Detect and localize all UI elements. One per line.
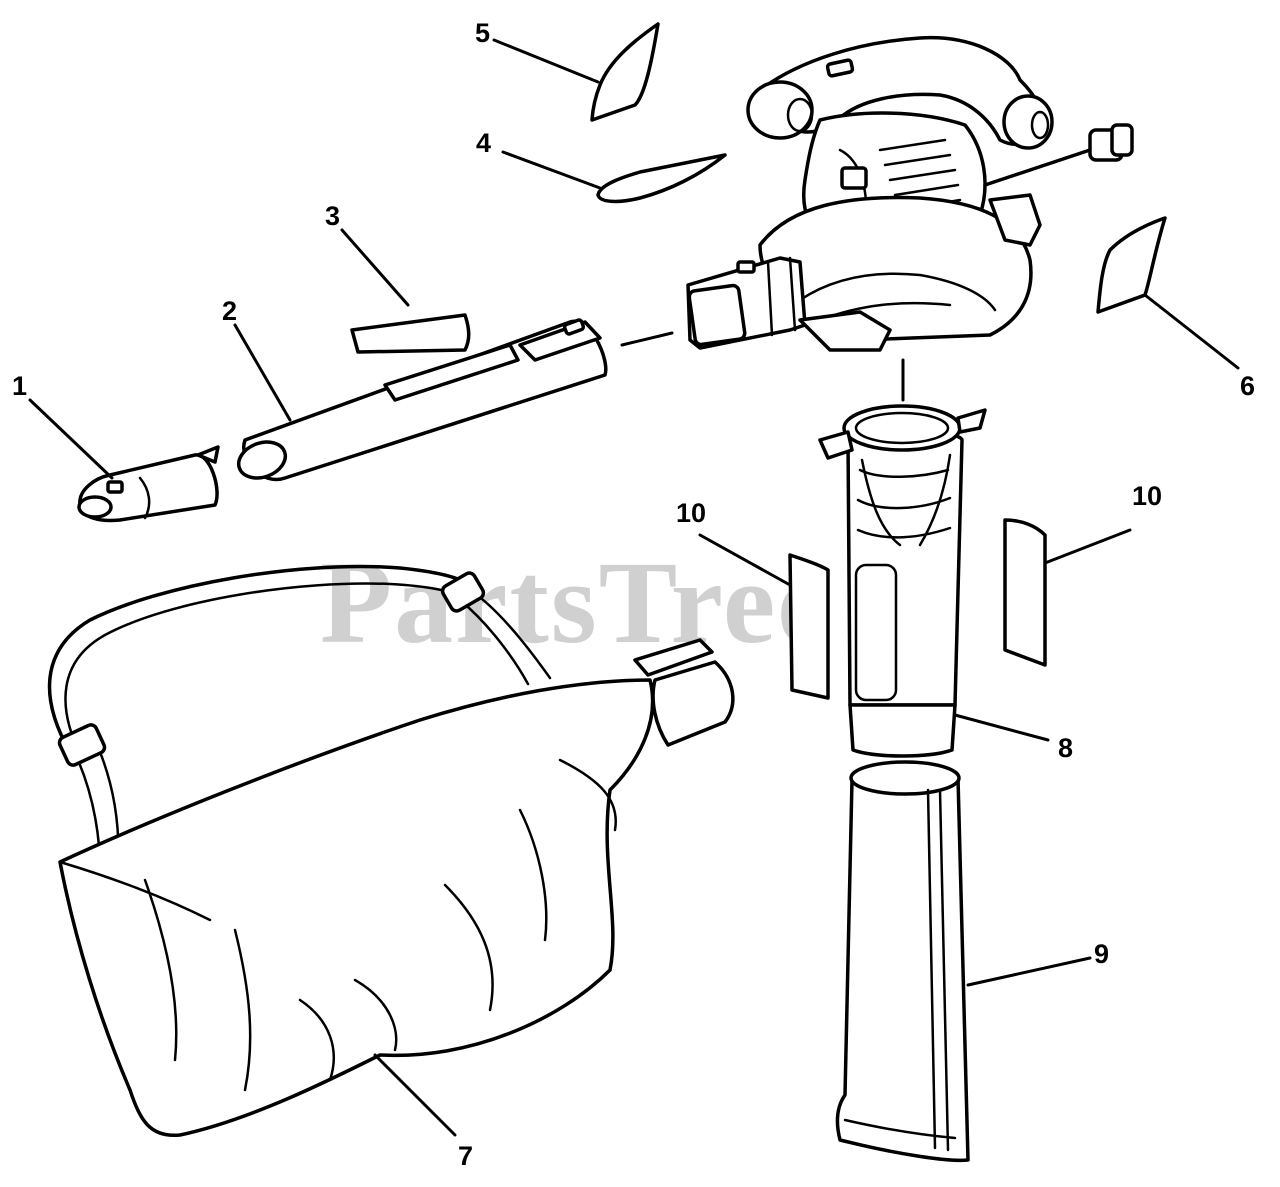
tube-8-bracket-left: [818, 430, 854, 460]
label-10-left-shape: [788, 553, 830, 700]
housing-badge: [840, 166, 868, 190]
leader-10-left: [698, 533, 792, 587]
leader-3: [340, 228, 410, 307]
outlet-latch: [736, 260, 756, 274]
tube-9-inner-edge: [938, 788, 950, 1152]
tube-8-ribs: [856, 453, 952, 547]
part-7-collection-bag[interactable]: [47, 564, 735, 1138]
callout-10-left: 10: [676, 498, 706, 528]
bag-fold-5: [353, 978, 398, 1052]
callout-2: 2: [222, 296, 237, 326]
callout-1: 1: [12, 371, 27, 401]
nozzle-body: [78, 453, 219, 523]
callout-5: 5: [475, 18, 490, 48]
callout-4: 4: [476, 128, 491, 158]
part-4-handle-label[interactable]: [596, 153, 727, 204]
tube-9-inner-edge-2: [926, 788, 937, 1150]
leader-4: [501, 150, 602, 190]
part-5-top-label[interactable]: [590, 22, 660, 122]
leader-5: [492, 38, 600, 84]
bag-collar-latch: [633, 638, 714, 677]
tube-8-rim-inner: [854, 411, 950, 445]
part-2-blower-tube[interactable]: [234, 318, 608, 484]
label-3-shape: [350, 313, 471, 354]
part-8-vacuum-tube[interactable]: [818, 404, 987, 758]
label-10-right-shape: [1003, 518, 1047, 667]
callout-8: 8: [1058, 733, 1073, 763]
callout-6: 6: [1240, 371, 1255, 401]
part-9-vacuum-tube-lower[interactable]: [835, 760, 970, 1163]
tube-opening: [236, 440, 288, 480]
power-cord: [983, 148, 1092, 187]
volute-tab: [988, 193, 1042, 247]
callout-10-right: 10: [1132, 481, 1162, 511]
leader-2: [233, 323, 292, 422]
tube-9-rim: [849, 760, 961, 796]
tube-9-body: [835, 769, 970, 1163]
bag-fold-8: [558, 758, 617, 832]
blower-main-unit[interactable]: [686, 35, 1134, 352]
leader-1: [28, 398, 114, 480]
handle-end-left-inner: [786, 97, 814, 133]
bag-fold-1: [58, 860, 212, 922]
label-5-shape: [590, 22, 660, 122]
align-tube-to-outlet: [620, 331, 674, 347]
leader-9: [966, 956, 1092, 987]
bag-fold-6: [443, 883, 494, 1012]
label-4-shape: [596, 153, 727, 204]
watermark: PartsTree: [320, 537, 832, 668]
part-10-label-left[interactable]: [788, 553, 830, 700]
outlet-ring: [766, 256, 797, 337]
nozzle-slot: [106, 480, 124, 494]
tube-9-foot: [843, 1118, 957, 1140]
leader-8: [953, 713, 1050, 742]
handle-end-right-inner: [1030, 110, 1050, 140]
strap-clip-left: [57, 723, 107, 767]
cord-plug-cap: [1110, 123, 1134, 157]
bag-strap: [47, 564, 472, 754]
volute-spiral: [798, 272, 997, 312]
callout-labels: 1 2 3 4 5 6 7 8 9 10 10: [12, 18, 1255, 1171]
part-1-nozzle[interactable]: [77, 445, 220, 523]
callout-3: 3: [325, 201, 340, 231]
leader-10-right: [1043, 528, 1132, 565]
part-6-side-label[interactable]: [1096, 216, 1167, 314]
bag-fold-3: [233, 928, 252, 1092]
bag-fold-4: [298, 998, 335, 1082]
bag-fold-2: [143, 878, 178, 1062]
tube-8-bracket-right: [956, 408, 987, 434]
intake-base: [798, 310, 892, 352]
strap-clip-right: [440, 571, 486, 613]
bag-strap-inner: [64, 582, 467, 760]
housing-vents: [878, 138, 962, 212]
label-6-shape: [1096, 216, 1167, 314]
leader-lines: [28, 38, 1240, 1137]
outlet-mouth: [687, 283, 747, 347]
callout-7: 7: [458, 1141, 473, 1171]
leader-7: [373, 1053, 457, 1137]
handle-switch: [825, 58, 855, 78]
tube-8-window: [854, 563, 898, 702]
leader-6: [1143, 293, 1240, 370]
nozzle-ring: [138, 476, 151, 520]
bag-collar: [651, 660, 735, 747]
nozzle-opening: [77, 495, 113, 519]
part-3-tube-label[interactable]: [350, 313, 471, 354]
handle-end-right: [1002, 94, 1054, 150]
tube-8-collar: [848, 703, 957, 758]
nozzle-tab: [196, 445, 220, 464]
tube-window: [383, 343, 520, 402]
callout-9: 9: [1094, 939, 1109, 969]
part-10-label-right[interactable]: [1003, 518, 1047, 667]
tube-latch: [562, 318, 586, 336]
bag-body: [58, 678, 655, 1138]
bag-strap-end-2: [458, 598, 530, 686]
bag-fold-7: [518, 808, 548, 942]
